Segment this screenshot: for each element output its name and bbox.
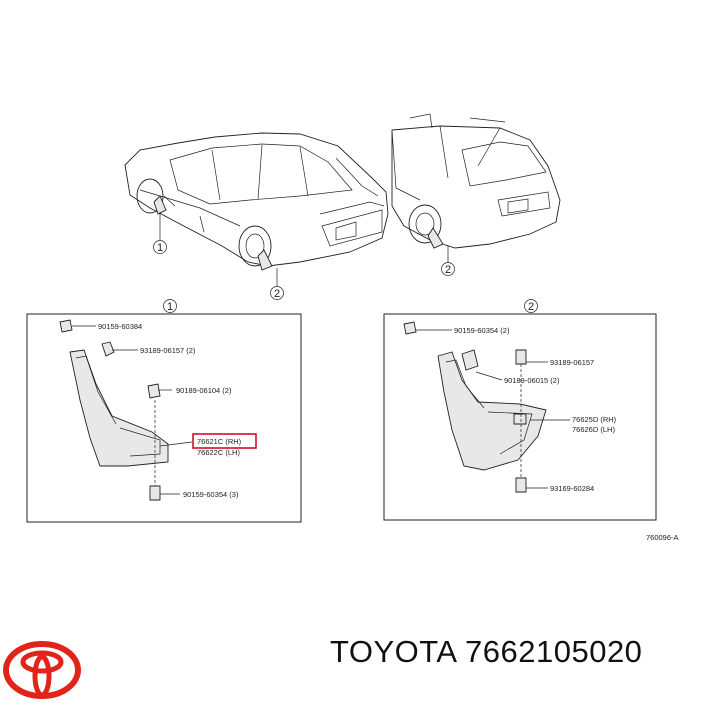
part-label: 76626D (LH) [572, 425, 615, 434]
callout-1-label: 1 [157, 242, 163, 254]
part-number: 7662105020 [465, 634, 643, 669]
figure-code: 760096-A [646, 533, 679, 542]
callout-2-wagon-label: 2 [445, 264, 451, 276]
wagon-illustration [391, 113, 561, 262]
part-label: 93169-60284 [550, 484, 594, 493]
panel-2-mudguard [403, 321, 570, 493]
part-label: 90189-06104 (2) [176, 386, 232, 395]
highlight-box [192, 433, 257, 449]
panel-1-frame [26, 313, 302, 523]
part-label: 90159-60354 (2) [454, 326, 510, 335]
callout-circle [153, 240, 167, 254]
callout-2-label: 2 [274, 288, 280, 300]
part-label: 93189-06157 [550, 358, 594, 367]
part-label: 90159-60384 [98, 322, 142, 331]
product-caption: TOYOTA 7662105020 [330, 634, 642, 670]
part-label: 90159-60354 (3) [183, 490, 239, 499]
panel-1-heading-circle [163, 299, 177, 313]
part-label: 76622C (LH) [197, 448, 240, 457]
sedan-illustration [124, 132, 389, 286]
panel-2-heading: 2 [528, 301, 534, 313]
toyota-logo-icon [3, 641, 81, 699]
panel-1-mudguard [59, 319, 193, 501]
callout-circle [441, 262, 455, 276]
callout-circle [270, 286, 284, 300]
panel-2-heading-circle [524, 299, 538, 313]
part-label: 93189-06157 (2) [140, 346, 196, 355]
part-label: 76625D (RH) [572, 415, 617, 424]
panel-2-frame [383, 313, 657, 521]
panel-1-heading: 1 [167, 301, 173, 313]
part-label-highlighted: 76621C (RH) [197, 437, 242, 446]
part-label: 90189-06015 (2) [504, 376, 560, 385]
brand-name: TOYOTA [330, 634, 456, 669]
